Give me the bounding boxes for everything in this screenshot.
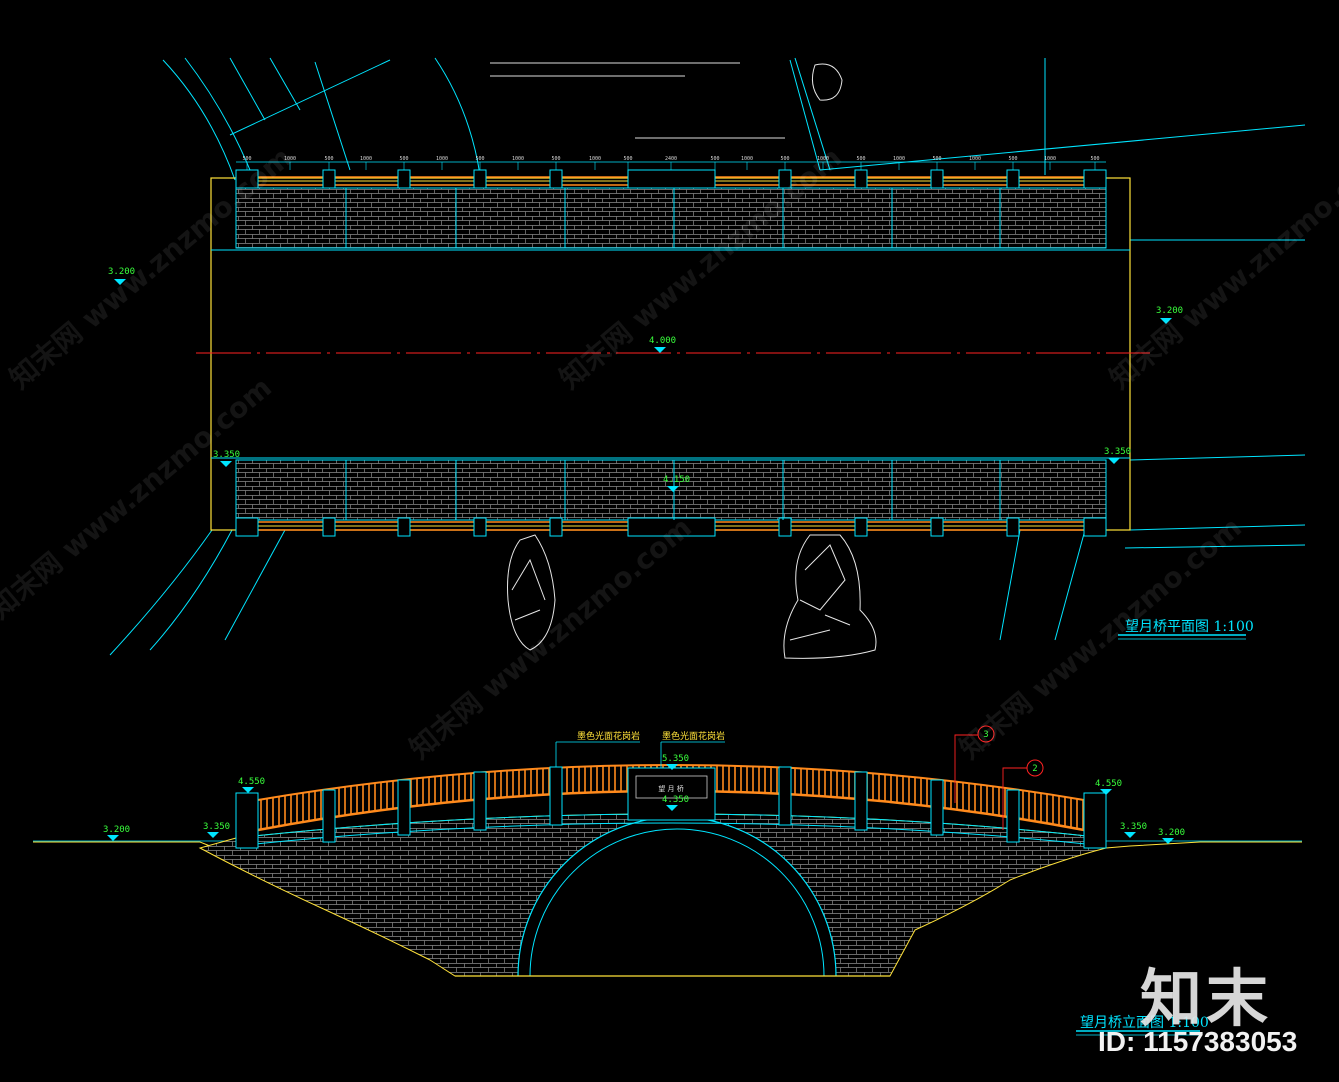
callout-left: 墨色光面花岗岩 — [577, 730, 640, 742]
marker-2: 2 — [1032, 764, 1037, 774]
watermark-5: 知末网 www.znzmo.com — [403, 511, 698, 766]
elev-left-post: 4.550 — [238, 777, 265, 787]
elev-top-center: 5.350 — [662, 754, 689, 764]
watermark-1: 知末网 www.znzmo.com — [3, 141, 298, 396]
plaque-block — [627, 767, 716, 821]
site-lines — [109, 57, 1306, 656]
dimension-label: 1000 — [741, 156, 753, 162]
dimension-label: 1000 — [512, 156, 524, 162]
dimension-label: 500 — [932, 156, 941, 162]
elev-plaque: 4.350 — [662, 795, 689, 805]
dimension-label: 500 — [710, 156, 719, 162]
brand-logo-text: 知末 — [1140, 962, 1273, 1035]
elevation-markers: 5.350 4.350 4.550 4.550 3.200 3.350 3.35… — [103, 754, 1185, 844]
material-callouts: 墨色光面花岗岩 墨色光面花岗岩 — [555, 730, 725, 768]
detail-markers: 3 2 — [954, 725, 1044, 830]
elevation-title-block: 望月桥立面图 1:100 — [1076, 1015, 1209, 1036]
watermark-3: 知末网 www.znzmo.com — [1103, 141, 1339, 396]
elevation-title: 望月桥立面图 1:100 — [1080, 1015, 1209, 1031]
plan-title-block: 望月桥平面图 1:100 — [1118, 619, 1254, 640]
railing-posts — [235, 766, 1107, 849]
dimension-label: 500 — [399, 156, 408, 162]
dimension-label: 500 — [1008, 156, 1017, 162]
dimension-label: 500 — [623, 156, 632, 162]
dimension-label: 500 — [780, 156, 789, 162]
plan-title: 望月桥平面图 1:100 — [1125, 619, 1254, 635]
watermark-6: 知末网 www.znzmo.com — [953, 511, 1248, 766]
marker-3: 3 — [983, 730, 988, 740]
dimension-label: 500 — [324, 156, 333, 162]
plaque-text: 望 月 桥 — [658, 784, 683, 793]
dimension-label: 1000 — [589, 156, 601, 162]
top-railing: 500 1000 500 1000 500 1000 500 1000 500 1000 500 24… — [235, 156, 1107, 249]
elev-right-bank: 3.200 — [1156, 306, 1183, 316]
elev-right-post: 4.550 — [1095, 779, 1122, 789]
elev-right-deck-end: 3.350 — [1120, 822, 1147, 832]
dimension-label: 1000 — [1044, 156, 1056, 162]
elev-deck-right: 3.350 — [1104, 447, 1131, 457]
dimension-label: 1000 — [817, 156, 829, 162]
bottom-railing — [235, 459, 1107, 537]
dimension-label: 500 — [551, 156, 560, 162]
plan-view: 500 1000 500 1000 500 1000 500 1000 500 1000 500 24… — [108, 57, 1306, 659]
elev-left-bank: 3.200 — [108, 267, 135, 277]
arch-inner — [529, 828, 825, 977]
elev-left-ground: 3.200 — [103, 825, 130, 835]
dimension-label: 500 — [475, 156, 484, 162]
dimension-label: 500 — [856, 156, 865, 162]
callout-right: 墨色光面花岗岩 — [662, 730, 725, 742]
elev-center: 4.000 — [649, 336, 676, 346]
dimension-label: 500 — [1090, 156, 1099, 162]
dimension-label: 1000 — [284, 156, 296, 162]
dimension-label: 1000 — [969, 156, 981, 162]
elev-deck-mid: 4.150 — [663, 475, 690, 485]
dimension-label: 500 — [242, 156, 251, 162]
image-id: ID: 1157383053 — [1098, 1026, 1298, 1057]
dimension-label: 2400 — [665, 156, 677, 162]
elev-right-ground: 3.200 — [1158, 828, 1185, 838]
elev-deck-left: 3.350 — [213, 450, 240, 460]
dimension-ticks: 500 1000 500 1000 500 1000 500 1000 500 1000 500 24… — [242, 156, 1100, 170]
elev-left-deck-end: 3.350 — [203, 822, 230, 832]
dimension-label: 1000 — [893, 156, 905, 162]
dimension-label: 1000 — [360, 156, 372, 162]
plan-elevation-markers: 3.200 3.200 4.000 3.350 3.350 4.150 — [108, 267, 1183, 492]
elevation-view: 望 月 桥 墨色光面花岗岩 墨色光面花岗岩 3 2 5.350 4.350 4.… — [33, 725, 1302, 1036]
railing-infill — [258, 765, 1084, 830]
rock-sketches — [507, 63, 877, 659]
dimension-label: 1000 — [436, 156, 448, 162]
